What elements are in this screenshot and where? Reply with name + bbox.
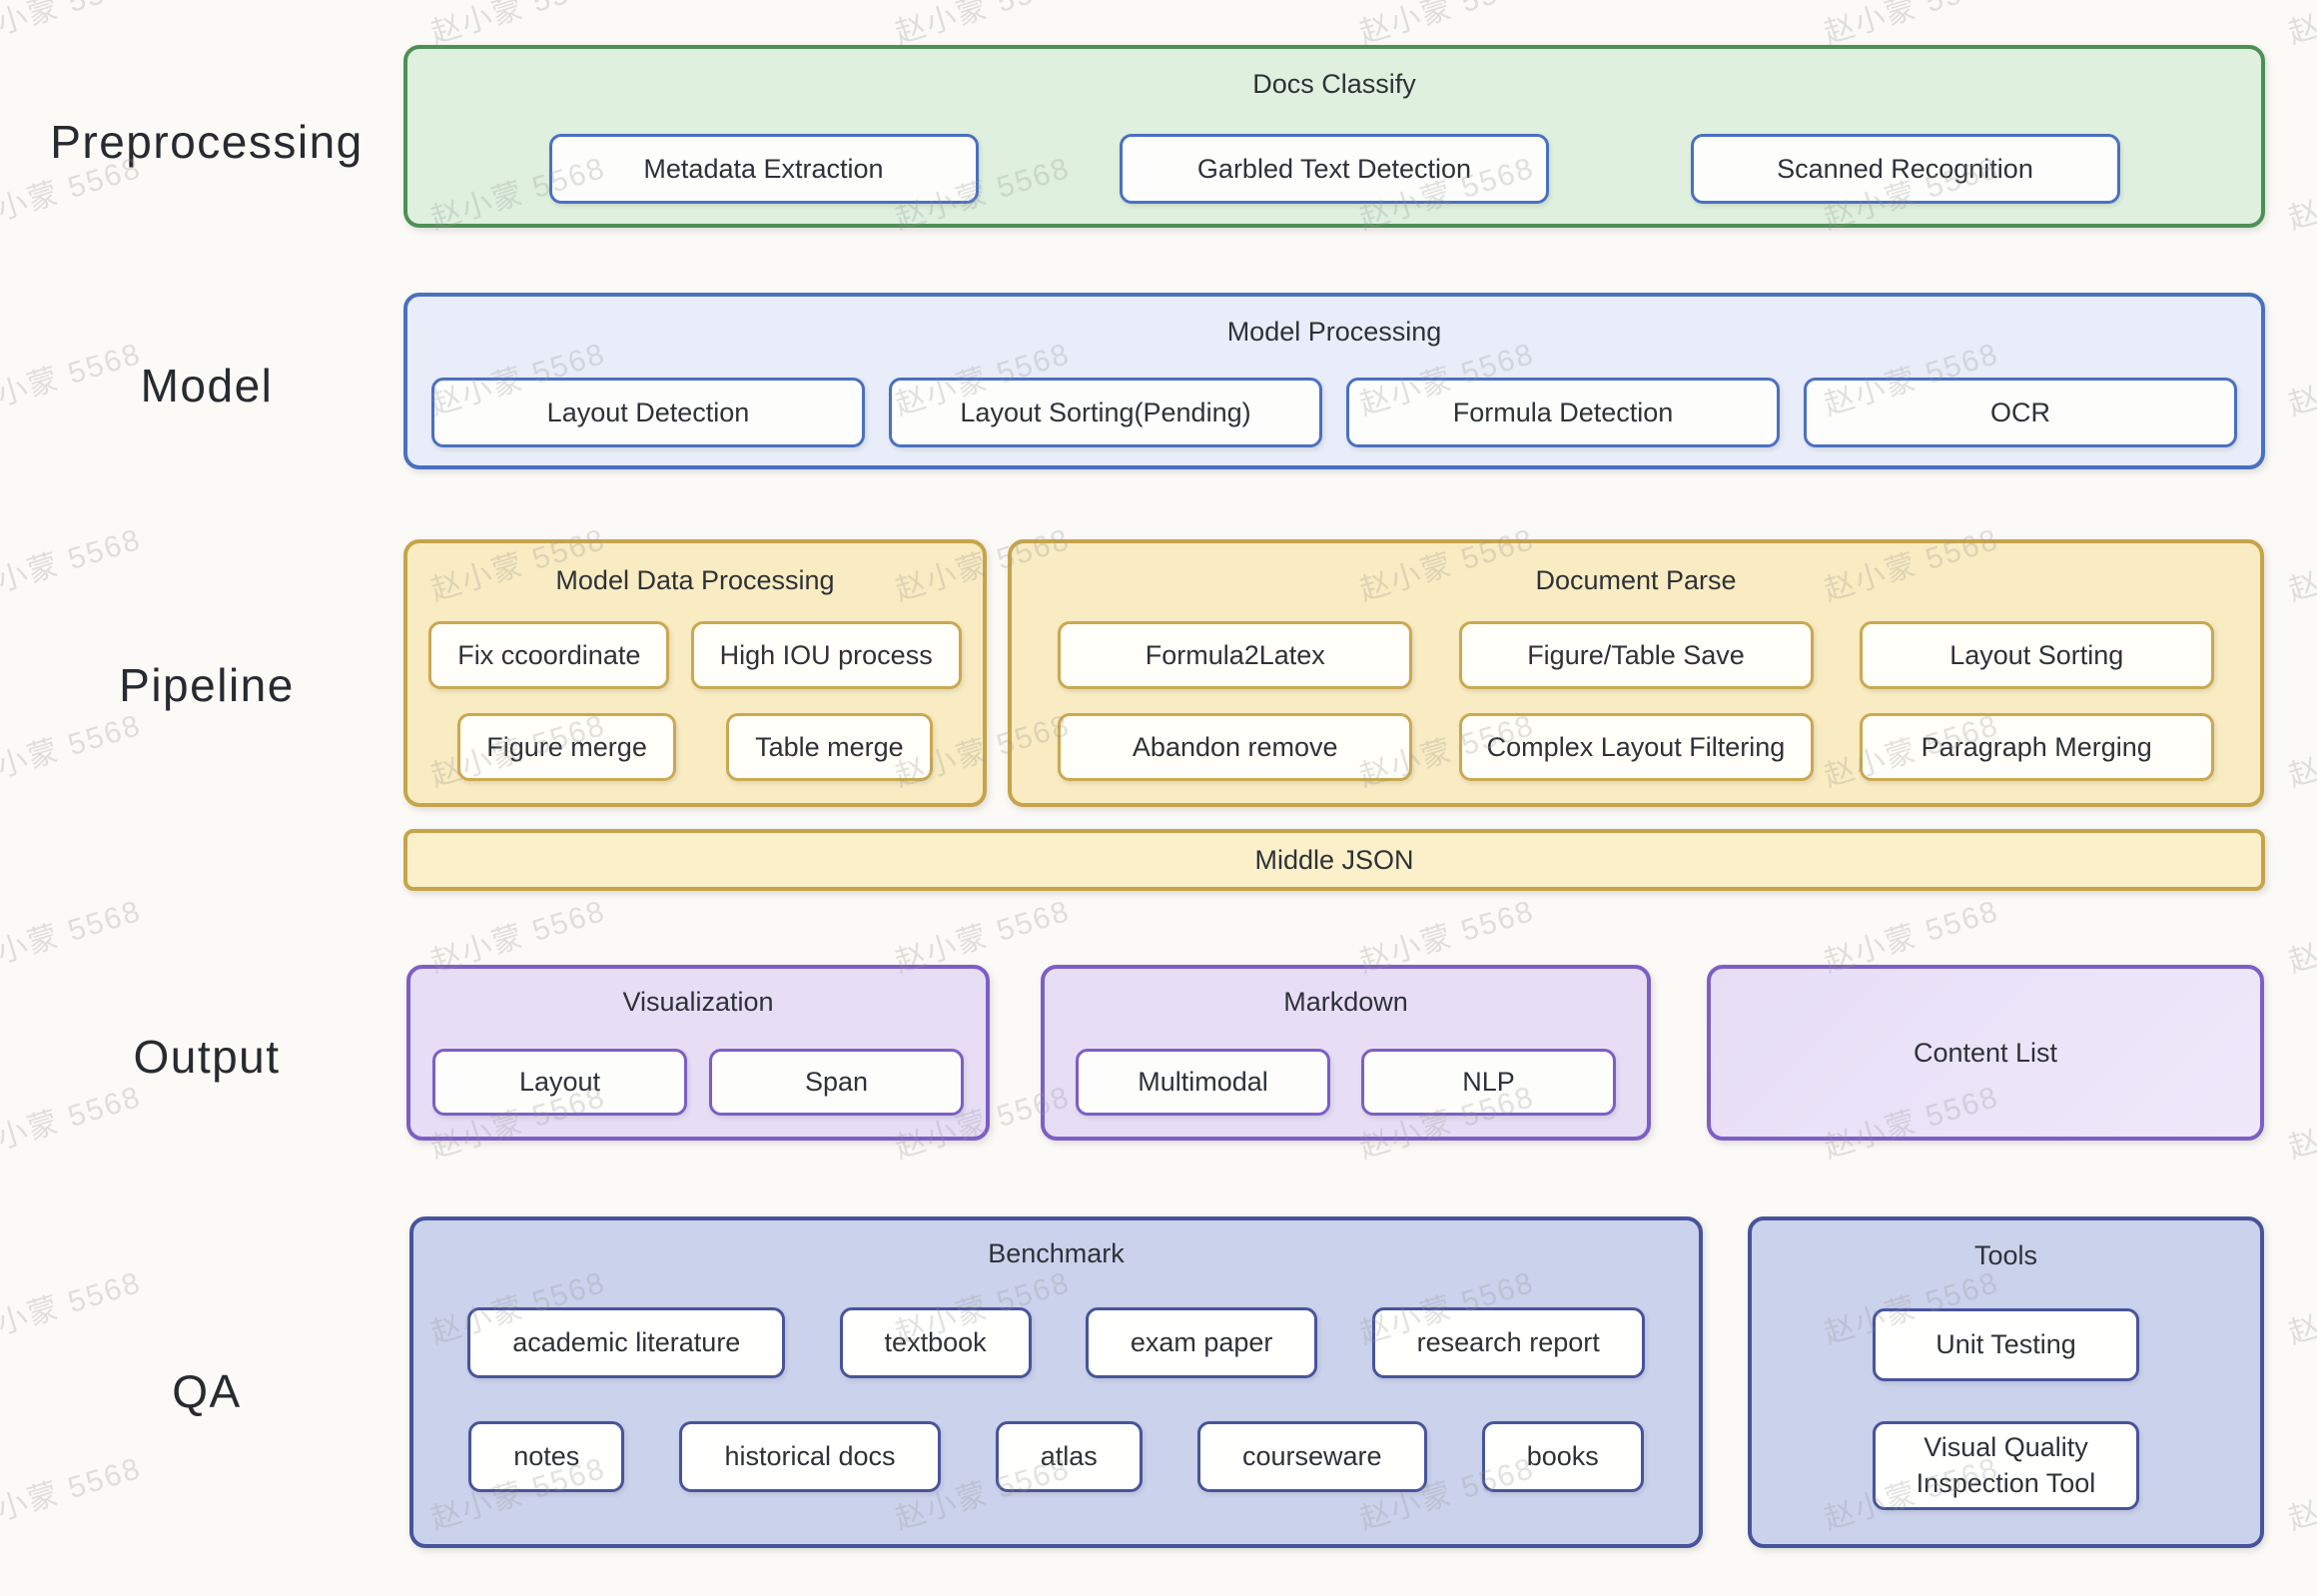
- benchmark-row2: notes historical docs atlas courseware books: [413, 1421, 1699, 1492]
- group-title: Middle JSON: [1254, 844, 1414, 875]
- docs-classify-items: Metadata Extraction Garbled Text Detectio…: [407, 134, 2261, 204]
- benchmark-item: courseware: [1196, 1421, 1427, 1492]
- visualization-item: Layout: [432, 1049, 687, 1116]
- model-data-processing-step: Table merge: [726, 713, 933, 781]
- benchmark-item: atlas: [995, 1421, 1143, 1492]
- row-label-output: Output: [133, 1031, 281, 1083]
- benchmark-item: textbook: [839, 1307, 1032, 1378]
- row-label-preprocessing: Preprocessing: [50, 116, 364, 168]
- benchmark-item: historical docs: [679, 1421, 941, 1492]
- docs-classify-item: Garbled Text Detection: [1120, 134, 1549, 204]
- watermark-text: 赵小蒙 5568: [2284, 1266, 2317, 1351]
- model-processing-item: OCR: [1804, 378, 2237, 447]
- tools-item: Unit Testing: [1873, 1308, 2139, 1381]
- markdown-items: Multimodal NLP: [1045, 1049, 1647, 1116]
- document-parse-step: Formula2Latex: [1058, 621, 1413, 689]
- row-label-qa: QA: [172, 1365, 242, 1417]
- watermark-text: 赵小蒙 5568: [2284, 1452, 2317, 1537]
- watermark-text: 赵小蒙 5568: [0, 0, 145, 51]
- model-data-processing-step: Fix ccoordinate: [428, 621, 670, 689]
- watermark-text: 赵小蒙 5568: [2284, 338, 2317, 422]
- group-markdown: Markdown Multimodal NLP: [1041, 965, 1651, 1141]
- document-parse-step: Layout Sorting: [1859, 621, 2214, 689]
- tools-item: Visual Quality Inspection Tool: [1873, 1421, 2139, 1511]
- document-parse-step: Abandon remove: [1058, 713, 1413, 781]
- benchmark-item: research report: [1371, 1307, 1645, 1378]
- watermark-text: 赵小蒙 5568: [0, 1265, 146, 1351]
- model-processing-item: Layout Detection: [431, 378, 865, 447]
- group-model-data-processing: Model Data Processing Fix ccoordinate Hig…: [403, 539, 987, 807]
- watermark-text: 赵小蒙 5568: [0, 1451, 146, 1537]
- markdown-item: Multimodal: [1076, 1049, 1330, 1116]
- watermark-text: 赵小蒙 5568: [2284, 152, 2317, 237]
- model-data-processing-step: Figure merge: [457, 713, 676, 781]
- document-parse-step: Complex Layout Filtering: [1458, 713, 1814, 781]
- group-title: Document Parse: [1535, 565, 1737, 595]
- group-visualization: Visualization Layout Span: [406, 965, 990, 1141]
- watermark-text: 赵小蒙 5568: [0, 894, 146, 980]
- group-middle-json: Middle JSON: [403, 829, 2265, 891]
- model-data-processing-row2: Figure merge Table merge: [407, 713, 983, 781]
- group-benchmark: Benchmark academic literature textbook exa…: [409, 1216, 1703, 1548]
- document-parse-row1: Formula2Latex Figure/Table Save Layout Sor…: [1012, 621, 2260, 689]
- group-title: Markdown: [1283, 987, 1408, 1017]
- model-data-processing-row1: Fix ccoordinate High IOU process: [407, 621, 983, 689]
- model-processing-item: Layout Sorting(Pending): [889, 378, 1322, 447]
- group-title: Model Processing: [1226, 317, 1442, 347]
- group-title: Visualization: [622, 987, 774, 1017]
- document-parse-step: Paragraph Merging: [1859, 713, 2214, 781]
- watermark-text: 赵小蒙 5568: [0, 522, 146, 608]
- group-document-parse: Document Parse Formula2Latex Figure/Table…: [1008, 539, 2264, 807]
- docs-classify-item: Scanned Recognition: [1690, 134, 2120, 204]
- group-title: Benchmark: [988, 1238, 1125, 1268]
- group-title: Docs Classify: [1252, 69, 1416, 99]
- visualization-items: Layout Span: [410, 1049, 986, 1116]
- docs-classify-item: Metadata Extraction: [548, 134, 979, 204]
- benchmark-item: academic literature: [467, 1307, 786, 1378]
- markdown-item: NLP: [1361, 1049, 1616, 1116]
- row-label-model: Model: [140, 360, 274, 411]
- model-processing-items: Layout Detection Layout Sorting(Pending) F…: [407, 378, 2261, 447]
- benchmark-item: exam paper: [1085, 1307, 1318, 1378]
- benchmark-row1: academic literature textbook exam paper res…: [413, 1307, 1699, 1378]
- group-title: Model Data Processing: [555, 565, 835, 595]
- group-title: Tools: [1973, 1240, 2038, 1270]
- benchmark-item: notes: [468, 1421, 625, 1492]
- model-data-processing-step: High IOU process: [690, 621, 962, 689]
- watermark-text: 赵小蒙 5568: [0, 1080, 146, 1166]
- watermark-text: 赵小蒙 5568: [2284, 523, 2317, 608]
- document-parse-row2: Abandon remove Complex Layout Filtering Pa…: [1012, 713, 2260, 781]
- group-docs-classify: Docs Classify Metadata Extraction Garbled…: [403, 45, 2265, 228]
- watermark-text: 赵小蒙 5568: [2284, 895, 2317, 980]
- visualization-item: Span: [709, 1049, 964, 1116]
- watermark-text: 赵小蒙 5568: [2284, 0, 2317, 51]
- group-title: Content List: [1913, 1037, 2058, 1068]
- watermark-text: 赵小蒙 5568: [2284, 709, 2317, 794]
- watermark-text: 赵小蒙 5568: [2284, 1081, 2317, 1166]
- watermark-text: 赵小蒙 5568: [0, 708, 146, 794]
- row-label-pipeline: Pipeline: [119, 659, 295, 711]
- document-parse-step: Figure/Table Save: [1458, 621, 1814, 689]
- model-processing-item: Formula Detection: [1346, 378, 1780, 447]
- group-content-list: Content List: [1707, 965, 2264, 1141]
- benchmark-item: books: [1481, 1421, 1644, 1492]
